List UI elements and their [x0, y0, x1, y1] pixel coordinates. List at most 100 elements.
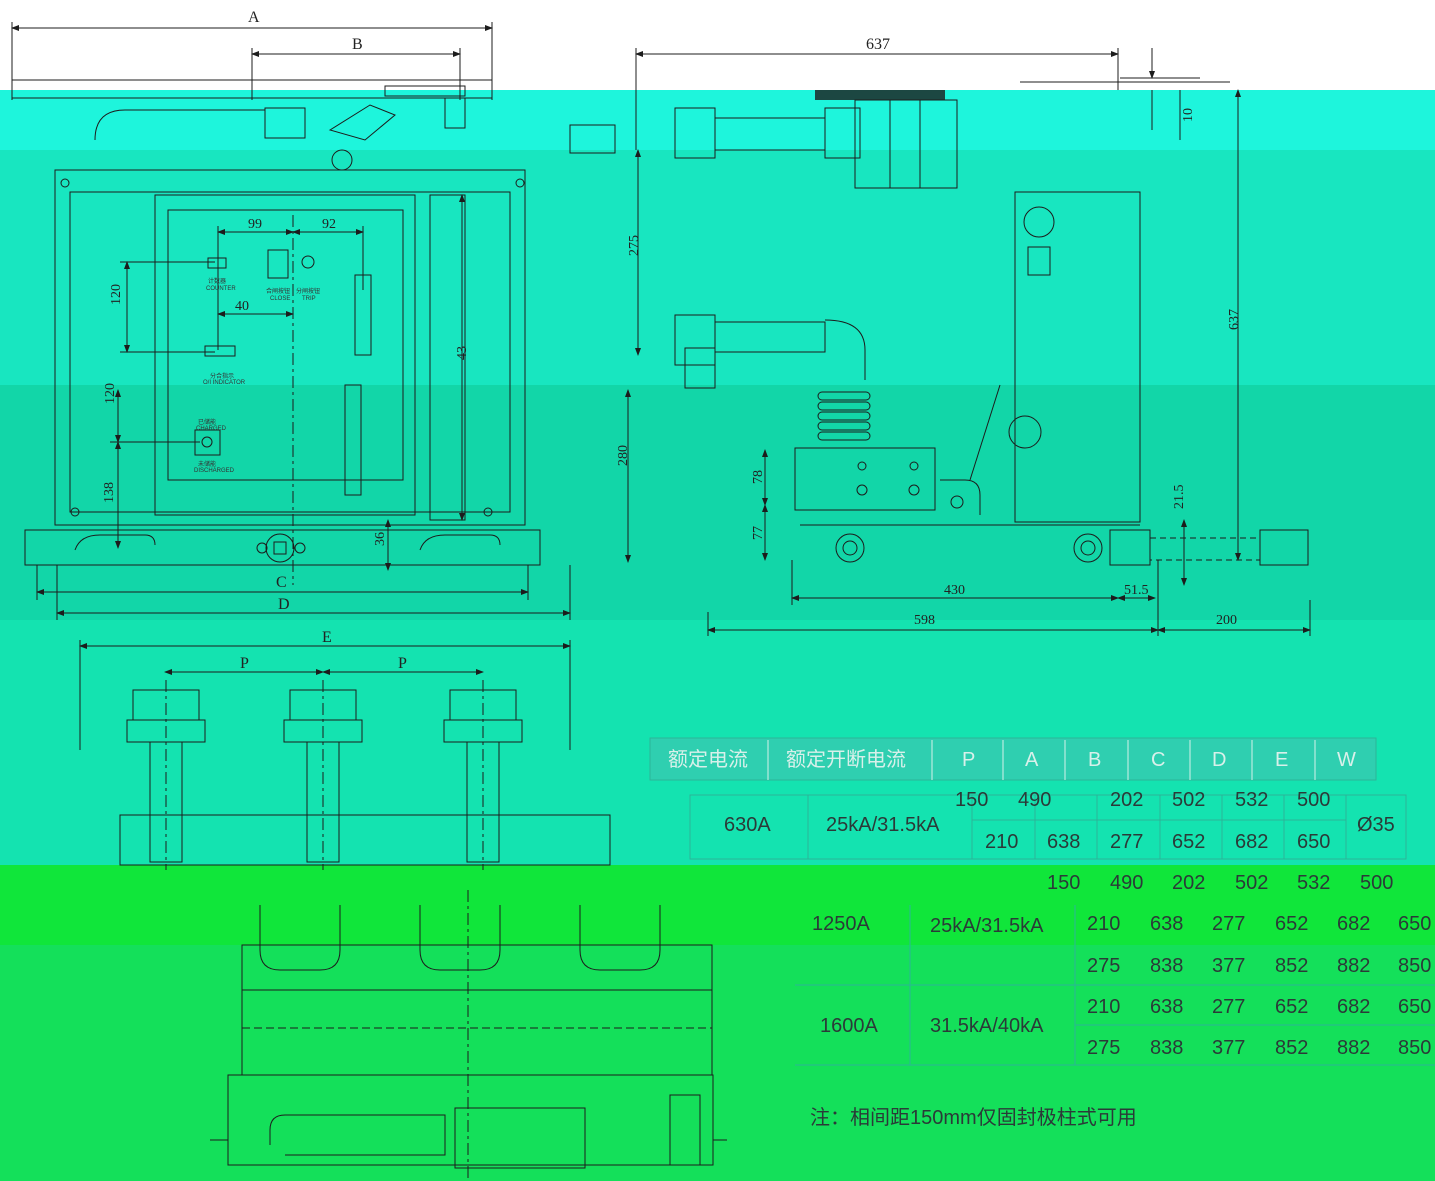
- table-cell: 277: [1212, 996, 1245, 1018]
- dim-b: B: [352, 36, 363, 53]
- dim-a: A: [248, 9, 260, 26]
- dim-138: 138: [102, 482, 117, 503]
- table-cell: 882: [1337, 955, 1370, 977]
- row-1600-sub2: 275 838 377 852 882 850: [1087, 1037, 1431, 1059]
- table-cell: 490: [1018, 789, 1051, 811]
- table-cell: 652: [1172, 831, 1205, 853]
- table-cell: 490: [1110, 872, 1143, 894]
- table-cell: 650: [1297, 831, 1330, 853]
- table-cell-breaking: 25kA/31.5kA: [826, 814, 940, 836]
- table-cell: 377: [1212, 1037, 1245, 1059]
- dim-99: 99: [248, 217, 262, 232]
- table-cell-current: 1250A: [812, 913, 870, 935]
- table-cell: 882: [1337, 1037, 1370, 1059]
- label-indicator-en: O/I INDICATOR: [203, 380, 246, 386]
- row-1250-sub3: 275 838 377 852 882 850: [1087, 955, 1431, 977]
- dim-21-5: 21.5: [1172, 485, 1187, 510]
- band-teal: [0, 150, 1435, 385]
- table-cell-current: 1600A: [820, 1015, 878, 1037]
- row-630-sub1: 150 490 202 502 532 500: [955, 789, 1330, 811]
- dim-275: 275: [627, 235, 642, 256]
- table-cell: 852: [1275, 1037, 1308, 1059]
- spec-table: [649, 737, 1435, 1066]
- row-1250-sub1: 150 490 202 502 532 500: [1047, 872, 1393, 894]
- table-cell: 682: [1337, 996, 1370, 1018]
- dim-200: 200: [1216, 613, 1237, 628]
- table-cell: 277: [1110, 831, 1143, 853]
- band-cyan: [0, 90, 1435, 150]
- table-cell: 838: [1150, 1037, 1183, 1059]
- dim-51-5: 51.5: [1124, 583, 1149, 598]
- band-green-bright: [0, 945, 1435, 1181]
- table-cell: 638: [1047, 831, 1080, 853]
- table-cell: 650: [1398, 996, 1431, 1018]
- table-cell: 652: [1275, 913, 1308, 935]
- dim-637-side: 637: [1227, 309, 1242, 330]
- row-1250-sub2: 210 638 277 652 682 650: [1087, 913, 1431, 935]
- table-cell: 852: [1275, 955, 1308, 977]
- table-cell: 502: [1172, 789, 1205, 811]
- table-cell: 850: [1398, 955, 1431, 977]
- table-cell-breaking: 31.5kA/40kA: [930, 1015, 1044, 1037]
- table-header-a: A: [1025, 749, 1039, 771]
- table-cell: 682: [1337, 913, 1370, 935]
- dim-92: 92: [322, 217, 336, 232]
- band-teal-dark: [0, 385, 1435, 620]
- dim-77: 77: [751, 526, 766, 540]
- table-cell: 682: [1235, 831, 1268, 853]
- dim-120a: 120: [109, 284, 124, 305]
- table-cell: 638: [1150, 913, 1183, 935]
- table-cell: 850: [1398, 1037, 1431, 1059]
- dim-78: 78: [751, 470, 766, 484]
- dim-637-top: 637: [866, 36, 890, 53]
- table-cell: 150: [955, 789, 988, 811]
- table-header-w: W: [1337, 749, 1356, 771]
- table-cell: 652: [1275, 996, 1308, 1018]
- row-1600-sub1: 210 638 277 652 682 650: [1087, 996, 1431, 1018]
- table-cell-w: Ø35: [1357, 814, 1395, 836]
- table-header-b: B: [1088, 749, 1101, 771]
- dim-c: C: [276, 574, 287, 591]
- table-cell: 638: [1150, 996, 1183, 1018]
- label-not-stored: 未储能: [198, 460, 216, 468]
- table-header-breaking-current: 额定开断电流: [786, 748, 906, 771]
- label-close: 合闸按钮: [266, 287, 290, 295]
- dim-36: 36: [373, 532, 388, 546]
- table-header-rated-current: 额定电流: [668, 748, 748, 771]
- label-indicator: 分合指示: [210, 372, 234, 380]
- label-trip-en: TRIP: [302, 296, 316, 302]
- table-cell: 210: [1087, 996, 1120, 1018]
- table-note: 注：相间距150mm仅固封极柱式可用: [810, 1106, 1137, 1129]
- table-cell: 838: [1150, 955, 1183, 977]
- dim-p-right: P: [398, 655, 407, 672]
- label-counter-en: COUNTER: [206, 286, 236, 292]
- front-view: [11, 22, 571, 620]
- dim-10: 10: [1181, 108, 1196, 122]
- label-close-en: CLOSE: [270, 296, 290, 302]
- table-cell: 277: [1212, 913, 1245, 935]
- table-cell: 500: [1360, 872, 1393, 894]
- label-not-stored-en: DISCHARGED: [194, 468, 235, 474]
- table-cell: 377: [1212, 955, 1245, 977]
- table-cell: 210: [985, 831, 1018, 853]
- table-cell: 275: [1087, 1037, 1120, 1059]
- dim-40: 40: [235, 299, 249, 314]
- table-header-d: D: [1212, 749, 1226, 771]
- band-green: [0, 865, 1435, 945]
- table-cell: 202: [1172, 872, 1205, 894]
- side-view: [569, 48, 1311, 636]
- dim-280: 280: [616, 445, 631, 466]
- table-header-e: E: [1275, 749, 1288, 771]
- table-cell: 500: [1297, 789, 1330, 811]
- dim-d: D: [278, 596, 290, 613]
- table-cell-current: 630A: [724, 814, 771, 836]
- dim-430: 430: [944, 583, 965, 598]
- dim-120b: 120: [103, 383, 118, 404]
- table-cell: 210: [1087, 913, 1120, 935]
- table-cell: 502: [1235, 872, 1268, 894]
- label-counter: 计数器: [208, 277, 226, 285]
- table-cell: 650: [1398, 913, 1431, 935]
- label-trip: 分闸按钮: [296, 287, 320, 295]
- table-cell: 275: [1087, 955, 1120, 977]
